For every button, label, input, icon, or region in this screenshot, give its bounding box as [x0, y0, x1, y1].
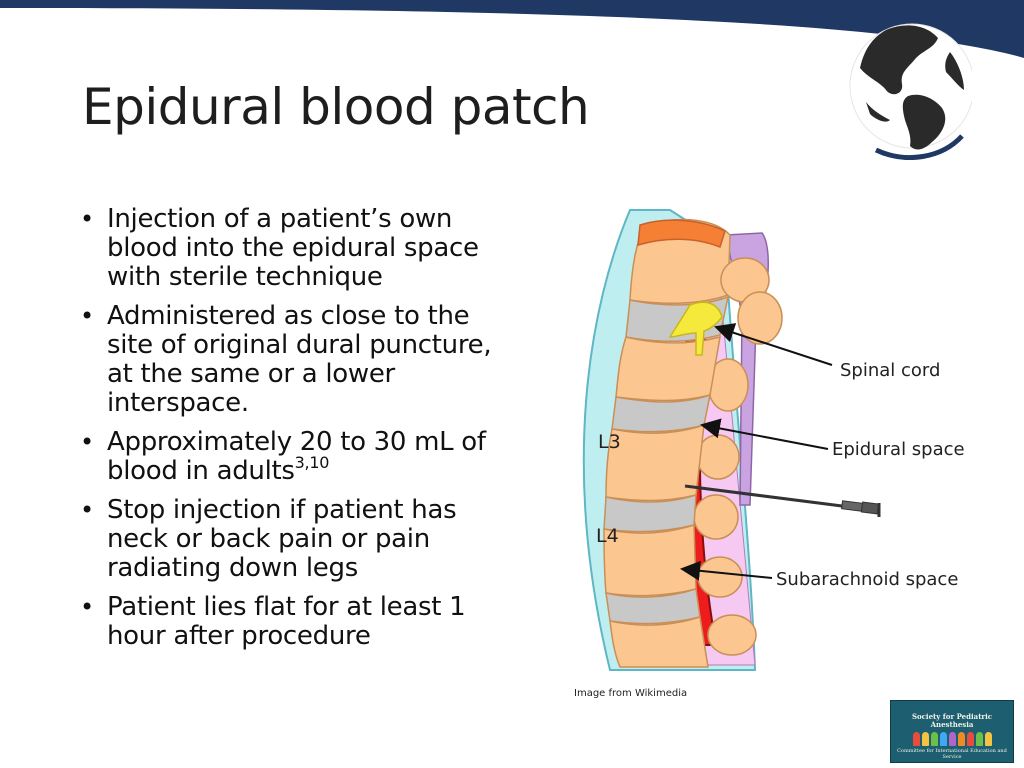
organization-logo: Society for Pediatric Anesthesia Committ… — [890, 700, 1014, 763]
vertebra-l3 — [605, 423, 705, 502]
needle-icon — [684, 484, 881, 517]
bullet-text: Administered as close to the site of ori… — [107, 301, 492, 418]
label-l3: L3 — [598, 431, 621, 453]
label-epidural-space: Epidural space — [832, 439, 965, 460]
logo-figures — [891, 732, 1013, 746]
spine-diagram: Spinal cord Epidural space Subarachnoid … — [582, 209, 965, 671]
bullet-item: Patient lies flat for at least 1 hour af… — [80, 593, 520, 651]
bullet-text: Stop injection if patient has neck or ba… — [107, 495, 457, 583]
citation-superscript: 3,10 — [294, 453, 330, 472]
bullet-item: Approximately 20 to 30 mL of blood in ad… — [80, 428, 520, 486]
bullet-list: Injection of a patient’s own blood into … — [80, 205, 520, 661]
logo-subtitle: Committee for International Education an… — [897, 748, 1007, 760]
bullet-text: Patient lies flat for at least 1 hour af… — [107, 592, 466, 651]
arrow-epidural-space — [700, 418, 829, 450]
vertebra-l4 — [603, 523, 697, 597]
header-band — [0, 0, 1024, 58]
bullet-item: Injection of a patient’s own blood into … — [80, 205, 520, 292]
globe-icon — [849, 23, 972, 160]
bullet-text: Approximately 20 to 30 mL of blood in ad… — [107, 427, 486, 486]
label-spinal-cord: Spinal cord — [840, 360, 940, 381]
arrow-subarachnoid-space — [680, 560, 773, 581]
label-l4: L4 — [596, 525, 619, 547]
label-subarachnoid-space: Subarachnoid space — [776, 569, 958, 590]
image-caption: Image from Wikimedia — [574, 688, 688, 699]
arrow-spinal-cord — [714, 323, 833, 366]
epidural-blood — [668, 301, 723, 356]
bullet-item: Administered as close to the site of ori… — [80, 302, 520, 418]
bullet-item: Stop injection if patient has neck or ba… — [80, 496, 520, 583]
logo-org-name: Society for Pediatric Anesthesia — [911, 712, 993, 729]
bullet-text: Injection of a patient’s own blood into … — [107, 204, 479, 292]
page-title: Epidural blood patch — [82, 78, 590, 136]
posterior-elements — [693, 358, 757, 656]
